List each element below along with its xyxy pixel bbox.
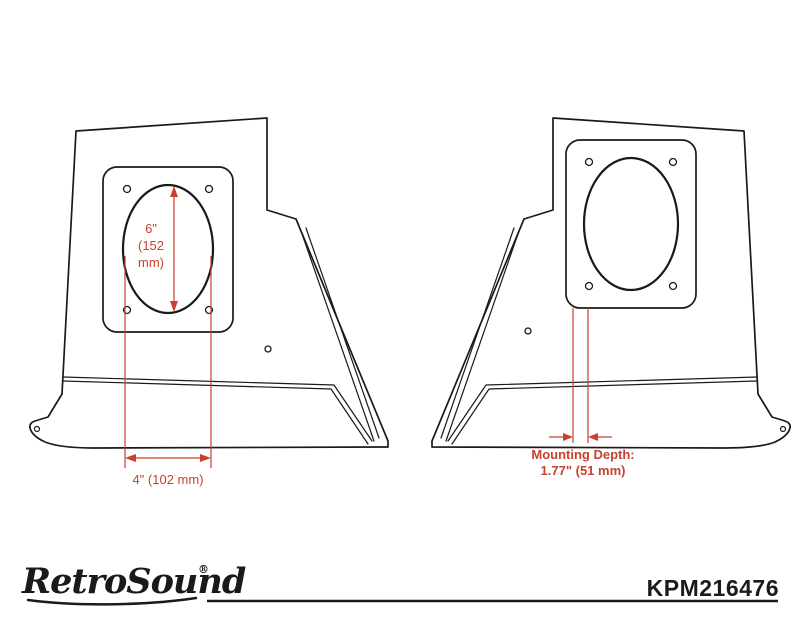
left-panel-foot-hole bbox=[33, 425, 41, 433]
right-speaker-plate bbox=[565, 139, 697, 309]
arrowhead-left bbox=[588, 433, 598, 441]
arrowhead-left bbox=[125, 454, 136, 462]
left-trim-line bbox=[305, 227, 380, 439]
left-speaker-plate bbox=[102, 166, 234, 333]
right-trim-line bbox=[440, 227, 515, 439]
part-number: KPM216476 bbox=[647, 575, 779, 601]
right-panel-hole bbox=[524, 327, 532, 335]
right-panel-foot-hole bbox=[779, 425, 787, 433]
left-trim-line bbox=[62, 380, 369, 445]
screw-hole bbox=[668, 157, 678, 167]
left-speaker-oval bbox=[121, 183, 215, 315]
height-dimension-text-line1: 6" bbox=[145, 221, 157, 236]
height-dimension-text-line3: mm) bbox=[138, 255, 164, 270]
right-speaker-oval bbox=[582, 156, 680, 292]
arrowhead-down bbox=[170, 301, 178, 312]
screw-hole bbox=[668, 281, 678, 291]
arrowhead-right bbox=[200, 454, 211, 462]
registered-trademark-symbol: ® bbox=[198, 563, 209, 576]
screw-hole bbox=[122, 184, 132, 194]
footer: RetroSound ® KPM216476 bbox=[21, 561, 779, 606]
arrowhead-up bbox=[170, 186, 178, 197]
right-trim-line bbox=[451, 380, 758, 445]
right-trim-line bbox=[445, 230, 520, 442]
screw-hole bbox=[122, 305, 132, 315]
screw-hole bbox=[584, 281, 594, 291]
screw-hole bbox=[204, 305, 214, 315]
right-trim-line bbox=[447, 376, 758, 442]
left-panel-outline bbox=[29, 117, 389, 449]
dimension-annotations-inner: 6" (152 mm) 4" (102 mm) Mounting Depth: … bbox=[124, 186, 635, 487]
depth-label-text: Mounting Depth: bbox=[531, 447, 634, 462]
left-trim-line bbox=[62, 376, 373, 442]
left-trim-line bbox=[300, 230, 375, 442]
depth-value-text: 1.77" (51 mm) bbox=[541, 463, 626, 478]
logo-underline-swash bbox=[26, 596, 198, 606]
line-art-group bbox=[29, 117, 791, 449]
width-dimension-text: 4" (102 mm) bbox=[132, 472, 203, 487]
retrosound-logo: RetroSound bbox=[21, 561, 246, 602]
screw-hole bbox=[584, 157, 594, 167]
height-dimension-text-line2: (152 bbox=[138, 238, 164, 253]
left-panel-hole bbox=[264, 345, 272, 353]
right-panel-outline bbox=[431, 117, 791, 449]
arrowhead-right bbox=[563, 433, 573, 441]
screw-hole bbox=[204, 184, 214, 194]
dimension-annotations: 6" (152 mm) 4" (102 mm) Mounting Depth: … bbox=[124, 186, 635, 487]
